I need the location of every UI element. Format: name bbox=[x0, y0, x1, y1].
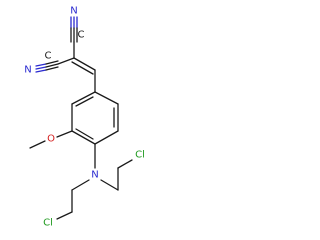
atom-amine-n: N bbox=[91, 170, 98, 181]
bond-n-ch2-left bbox=[71, 179, 90, 191]
bond-ch2-cl-left bbox=[56, 211, 73, 220]
structure-drawing: N C N C O N Cl Cl bbox=[0, 0, 152, 239]
bond-alkene-2 bbox=[71, 61, 94, 75]
bond-nitrile2-alkene bbox=[57, 57, 75, 65]
atom-c2: C bbox=[45, 51, 52, 62]
benzene-ring bbox=[71, 91, 119, 145]
bond-o-methyl bbox=[29, 140, 46, 149]
bond-ch2-cl-right bbox=[117, 159, 133, 169]
atom-chlorine-2: Cl bbox=[43, 218, 53, 229]
bond-ring-o bbox=[56, 130, 73, 138]
bond-alkene-1 bbox=[73, 57, 96, 71]
bond-n-ch2-right bbox=[100, 179, 119, 191]
atom-oxygen: O bbox=[47, 134, 55, 145]
molecule-svg: N C N C O N Cl Cl bbox=[24, 6, 145, 229]
atom-chlorine-1: Cl bbox=[135, 150, 145, 161]
nitrile-bond-1 bbox=[70, 16, 78, 43]
atom-n2: N bbox=[24, 65, 31, 76]
atom-c1: C bbox=[78, 30, 85, 41]
nitrile-bond-2 bbox=[35, 60, 59, 73]
atom-n1: N bbox=[70, 6, 77, 17]
